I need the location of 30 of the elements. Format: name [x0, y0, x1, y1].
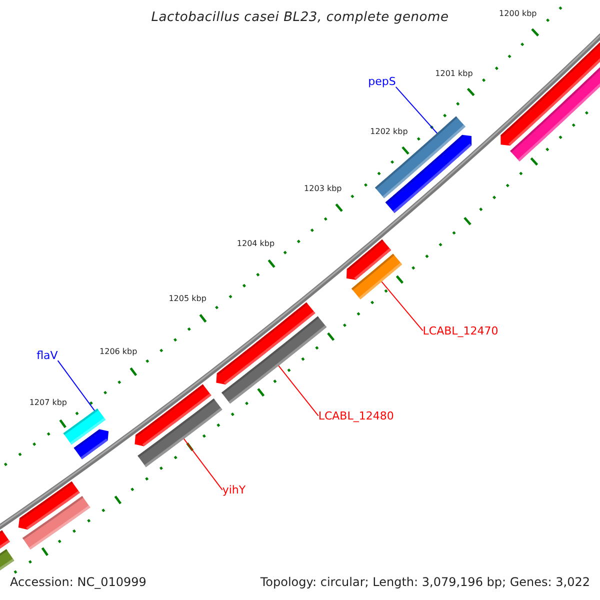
tick-label: 1200 kbp	[499, 10, 537, 18]
gene-bar	[22, 496, 90, 550]
genome-stats-note: Topology: circular; Length: 3,079,196 bp; Genes: 3,022	[260, 576, 590, 588]
tick-label: 1207 kbp	[29, 399, 68, 408]
gene-bar	[138, 398, 222, 468]
gene-block	[385, 134, 472, 214]
tick-label: 1203 kbp	[304, 184, 342, 193]
leader-line	[278, 365, 319, 416]
gene-label: LCABL_12480	[318, 410, 394, 422]
gene-block	[0, 530, 10, 549]
gene-block	[74, 429, 109, 460]
gene-bar	[510, 67, 600, 162]
tick-label: 1205 kbp	[168, 294, 206, 303]
accession-note: Accession: NC_010999	[10, 576, 146, 588]
gene-label: flaV	[36, 350, 58, 361]
map-title: Lactobacillus casei BL23, complete genome	[151, 11, 449, 24]
tick-label: 1202 kbp	[370, 128, 408, 136]
tick-label: 1204 kbp	[236, 240, 275, 248]
tick-label: 1201 kbp	[435, 70, 473, 78]
leader-line	[395, 86, 438, 134]
tick-label: 1206 kbp	[100, 348, 138, 356]
leader-line	[183, 438, 223, 490]
gene-label: pepS	[368, 76, 396, 87]
gene-bar	[0, 549, 14, 570]
gene-label: LCABL_12470	[422, 325, 498, 336]
gene-label: yihY	[222, 484, 246, 496]
leader-line	[57, 360, 95, 412]
gene-bar	[351, 254, 402, 300]
gene-bar	[222, 316, 327, 404]
leader-line	[381, 281, 424, 332]
